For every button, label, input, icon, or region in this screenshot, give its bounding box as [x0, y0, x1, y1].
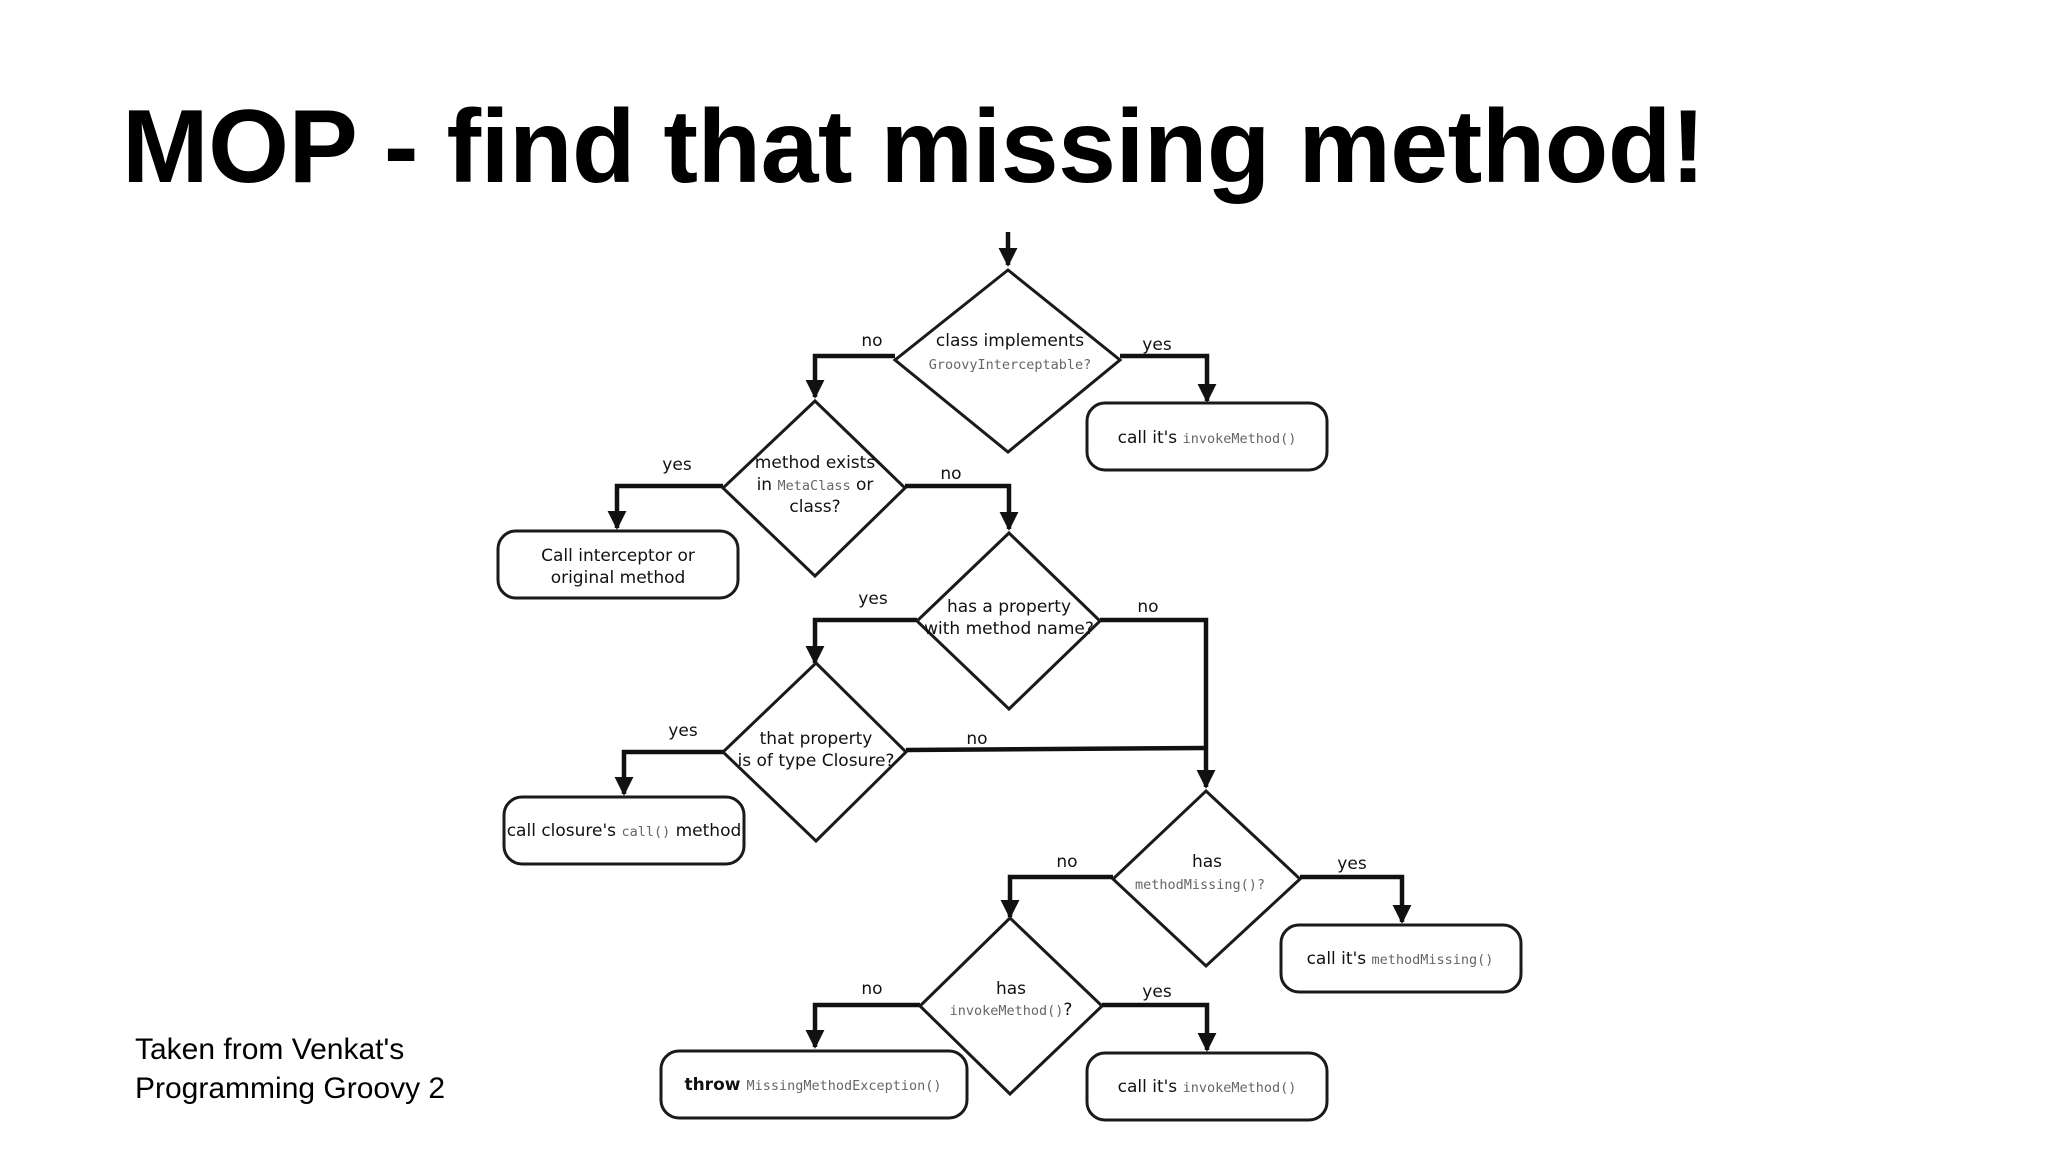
edge-label-no: no: [1056, 852, 1077, 872]
edge-label-no: no: [966, 729, 987, 749]
decision-text: with method name?: [924, 619, 1094, 639]
edge-label-yes: yes: [1142, 982, 1172, 1002]
edge-labels: no yes yes no yes no yes no no yes no ye…: [662, 331, 1367, 1002]
decision-text: has: [1192, 852, 1222, 872]
edge-label-yes: yes: [1337, 854, 1367, 874]
credit-line: Taken from Venkat's: [135, 1033, 405, 1066]
decision-has-invoke-method: has invokeMethod()?: [917, 915, 1105, 1097]
edge-d6-no: [805, 1002, 920, 1049]
edge-d3-no: [1100, 617, 1216, 789]
decision-text-mixed: invokeMethod()?: [950, 1000, 1073, 1020]
edge-d4-yes: [614, 749, 723, 796]
edge-label-yes: yes: [662, 455, 692, 475]
decision-is-closure: that property is of type Closure?: [720, 660, 909, 844]
action-text: original method: [551, 568, 686, 588]
action-text: call closure's call() method: [507, 821, 742, 841]
edge-d1-no: [805, 353, 895, 399]
edge-d5-no: [1000, 874, 1113, 919]
decision-method-exists: method exists in MetaClass or class?: [720, 398, 908, 579]
source-credit: Taken from Venkat's Programming Groovy 2: [135, 1030, 445, 1108]
decision-text: class implements: [936, 331, 1084, 351]
decision-code: GroovyInterceptable?: [929, 357, 1092, 373]
flowchart-edges: [607, 232, 1412, 1052]
action-text: call it's invokeMethod(): [1118, 428, 1297, 448]
action-call-invoke-method-bottom: call it's invokeMethod(): [1085, 1051, 1329, 1122]
decision-text: that property: [760, 729, 873, 749]
edge-d5-yes: [1300, 874, 1412, 924]
decision-groovy-interceptable: class implements GroovyInterceptable?: [892, 268, 1123, 454]
credit-line: Programming Groovy 2: [135, 1072, 446, 1105]
decision-code: methodMissing()?: [1135, 877, 1265, 893]
edge-d2-no: [905, 483, 1019, 531]
action-call-method-missing: call it's methodMissing(): [1279, 923, 1523, 994]
decision-has-method-missing: has methodMissing()?: [1110, 788, 1303, 969]
edge-d4-no: [905, 745, 1207, 753]
edge-label-no: no: [861, 979, 882, 999]
action-text: Call interceptor or: [541, 546, 695, 566]
decision-text-mixed: in MetaClass or: [757, 475, 874, 495]
action-call-interceptor: Call interceptor or original method: [496, 529, 740, 600]
action-call-closure: call closure's call() method: [502, 795, 746, 866]
edge-label-yes: yes: [1142, 335, 1172, 355]
edge-d2-yes: [607, 483, 723, 530]
edge-d1-yes: [1120, 353, 1217, 403]
decision-text: method exists: [755, 453, 876, 473]
edge-d6-yes: [1102, 1002, 1217, 1052]
action-call-invoke-method-top: call it's invokeMethod(): [1085, 401, 1329, 472]
decision-text: has: [996, 979, 1026, 999]
decision-text: is of type Closure?: [738, 751, 895, 771]
decision-text: has a property: [947, 597, 1071, 617]
edge-label-no: no: [1137, 597, 1158, 617]
edge-d3-yes: [805, 617, 917, 665]
edge-label-no: no: [940, 464, 961, 484]
decision-text: class?: [789, 497, 840, 517]
edge-label-yes: yes: [858, 589, 888, 609]
action-text: call it's invokeMethod(): [1118, 1077, 1297, 1097]
action-text: call it's methodMissing(): [1307, 949, 1494, 969]
edge-label-no: no: [861, 331, 882, 351]
slide-title: MOP - find that missing method!: [122, 89, 1706, 205]
decision-has-property: has a property with method name?: [914, 530, 1103, 712]
edge-label-yes: yes: [668, 721, 698, 741]
